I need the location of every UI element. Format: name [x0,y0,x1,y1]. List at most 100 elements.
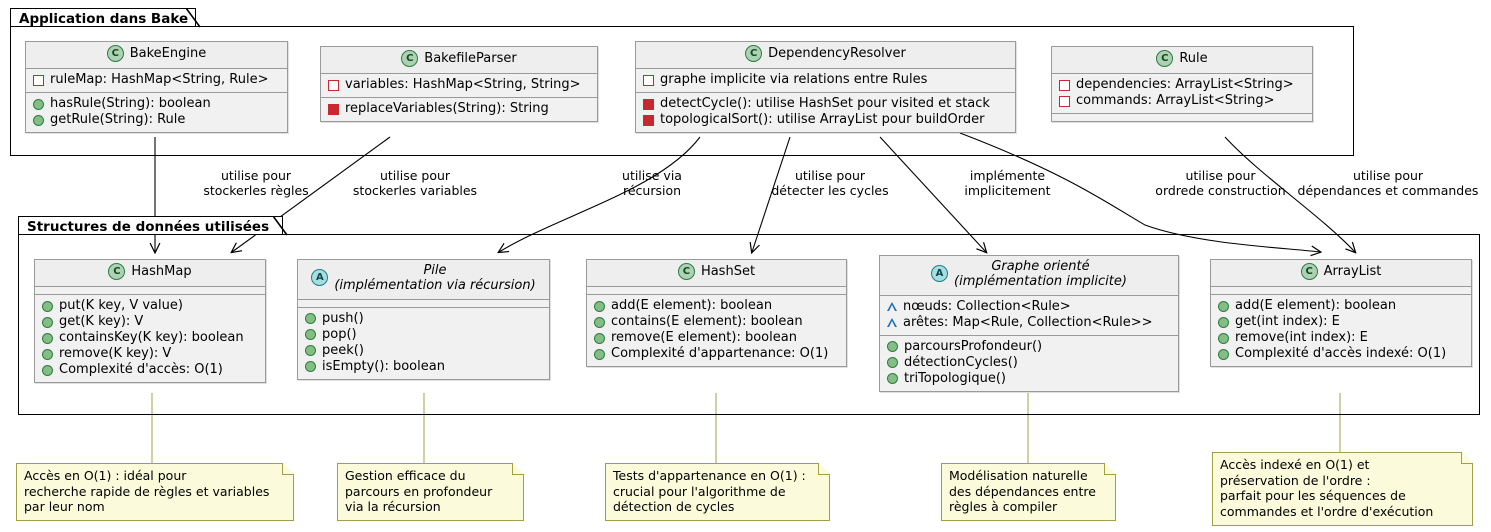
method-row: peek() [305,343,542,359]
public-method-icon [305,313,316,325]
public-method-icon [42,332,53,344]
method-text: detectCycle(): utilise HashSet pour visi… [660,96,990,111]
edge-label-bakefileparser-hashmap: utilise pour stockerles variables [320,168,510,198]
class-arraylist-title: ArrayList [1323,264,1382,280]
class-bakeengine-methods: hasRule(String): boolean getRule(String)… [26,93,287,132]
pkg-application-tab-corner [186,8,201,28]
public-method-icon [887,341,898,353]
edge-label-line1: utilise pour [379,168,451,183]
public-method-icon [1218,316,1229,328]
attribute-text: variables: HashMap<String, String> [345,77,581,92]
class-icon: C [745,45,763,62]
public-method-icon [887,357,898,369]
method-text: put(K key, V value) [59,298,183,313]
note-line: Accès en O(1) : idéal pour [24,468,187,483]
public-method-icon [33,114,44,126]
class-bakeengine-attributes: ruleMap: HashMap<String, Rule> [26,69,287,93]
method-text: détectionCycles() [904,354,1018,370]
attribute-text: dependencies: ArrayList<String> [1076,77,1294,92]
method-row: push() [305,311,542,327]
method-text: isEmpty(): boolean [322,358,445,374]
method-text: parcoursProfondeur() [904,338,1043,354]
attribute-row: arêtes: Map<Rule, Collection<Rule>> [887,315,1171,331]
method-row: getRule(String): Rule [33,112,280,128]
method-text: containsKey(K key): boolean [59,330,244,345]
class-hashmap-title: HashMap [131,264,192,280]
note-fold-icon [1461,451,1473,464]
attribute-text: graphe implicite via relations entre Rul… [660,72,928,87]
method-text: contains(E element): boolean [611,314,803,329]
class-icon: C [401,50,419,67]
note-line: crucial pour l'algorithme de [613,483,786,499]
method-row: add(E element): boolean [1218,298,1464,314]
note-arraylist: Accès indexé en O(1) et préservation de … [1212,451,1473,526]
method-row: detectCycle(): utilise HashSet pour visi… [643,96,1008,112]
method-row: containsKey(K key): boolean [42,330,258,346]
edge-label-resolver-pile: utilise via récursion [589,168,715,198]
public-method-icon [594,348,605,360]
edge-label-resolver-graphe: implémente implicitement [930,168,1085,198]
public-method-icon [1218,300,1229,312]
note-hashset: Tests d'appartenance en O(1) : crucial p… [605,462,830,521]
note-hashmap: Accès en O(1) : idéal pour recherche rap… [16,462,294,521]
method-row: remove(E element): boolean [594,330,839,346]
class-graphe-oriente-title: Graphe orienté [991,259,1090,274]
private-field-icon [643,74,654,86]
method-row: Complexité d'appartenance: O(1) [594,346,839,362]
class-dependencyresolver-methods: detectCycle(): utilise HashSet pour visi… [636,93,1015,132]
edge-label-line1: utilise pour [1352,168,1424,183]
class-bakefileparser-attributes: variables: HashMap<String, String> [321,74,597,98]
method-row: replaceVariables(String): String [328,101,590,117]
edge-label-line2: dépendances et commandes [1297,183,1479,198]
note-pile: Gestion efficace du parcours en profonde… [337,462,524,521]
class-graphe-oriente-methods: parcoursProfondeur() détectionCycles() t… [880,335,1178,391]
attribute-row: ruleMap: HashMap<String, Rule> [33,72,280,88]
pkg-structures-tab-corner [273,216,288,236]
class-icon: C [106,45,124,62]
method-row: remove(int index): E [1218,330,1464,346]
pkg-structures-tab: Structures de données utilisées [18,216,283,235]
class-rule-attributes: dependencies: ArrayList<String> commands… [1052,74,1312,114]
class-hashmap-attributes [35,287,265,295]
method-row: topologicalSort(): utilise ArrayList pou… [643,112,1008,128]
class-pile-title: Pile [423,263,447,278]
edge-label-line2: détecter les cycles [771,183,889,198]
edge-label-resolver-hashset: utilise pour détecter les cycles [745,168,915,198]
public-method-icon [42,364,53,376]
class-arraylist[interactable]: C ArrayList add(E element): boolean get(i… [1210,259,1472,367]
note-line: Gestion efficace du [345,468,466,483]
abstract-class-icon: A [311,269,329,287]
public-method-icon [305,345,316,357]
method-row: triTopologique() [887,371,1171,387]
method-row: remove(K key): V [42,346,258,362]
method-row: isEmpty(): boolean [305,359,542,375]
pkg-application [10,26,1354,156]
note-line: par leur nom [24,499,105,514]
note-line: préservation de l'ordre : [1220,472,1371,488]
pkg-structures [18,234,1480,415]
note-line: Modélisation naturelle [949,468,1088,483]
edge-label-resolver-arraylist: utilise pour ordrede construction [1123,168,1318,198]
attribute-row: graphe implicite via relations entre Rul… [643,72,1008,88]
note-line: parcours en profondeur [345,483,493,499]
public-method-icon [594,300,605,312]
edge-label-line2: ordrede construction [1155,183,1286,198]
edge-label-bakeengine-hashmap: utilise pour stockerles règles [166,168,346,198]
private-method-icon [328,103,339,115]
class-rule-methods [1052,114,1312,121]
method-text: peek() [322,342,364,358]
public-method-icon [305,329,316,341]
class-icon: C [1300,263,1318,280]
method-text: get(int index): E [1235,314,1340,329]
